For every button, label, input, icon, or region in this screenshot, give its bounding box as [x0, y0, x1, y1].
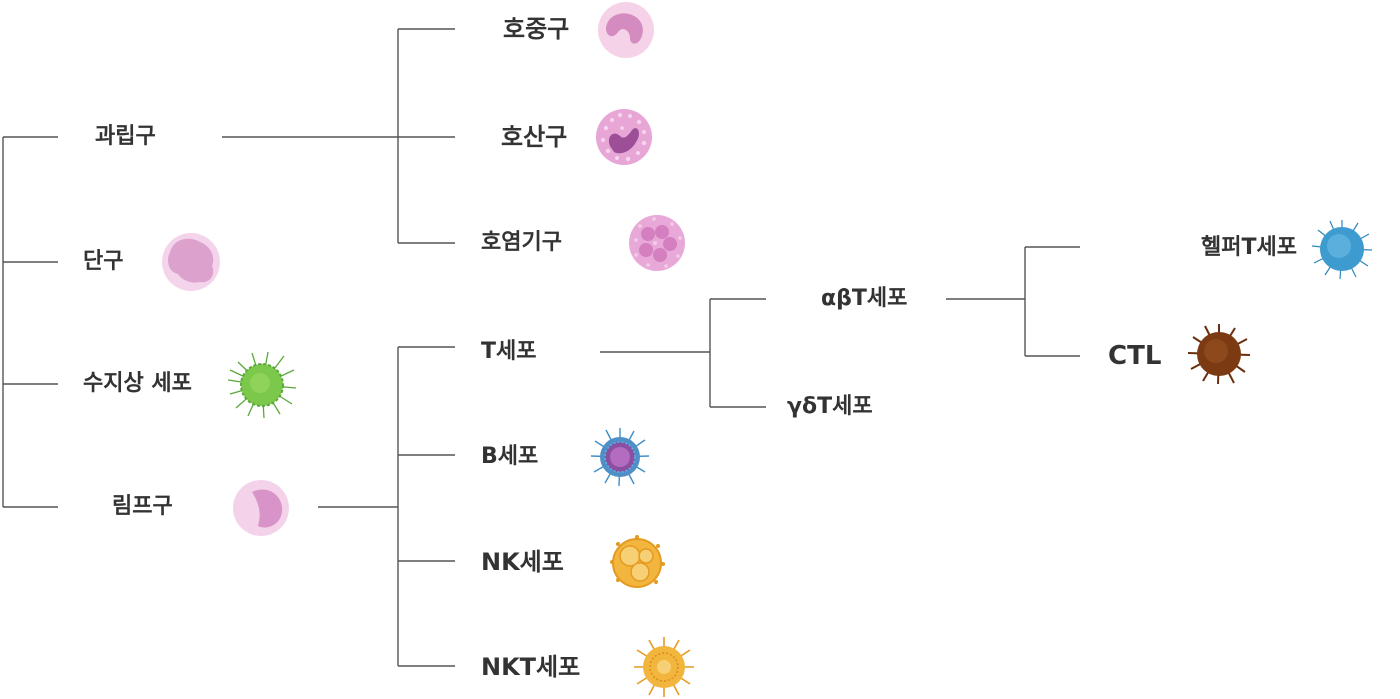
label-granulocyte: 과립구 — [95, 124, 156, 149]
label-neutrophil: 호중구 — [503, 15, 570, 43]
label-t-cell: T세포 — [481, 339, 537, 364]
label-nk-cell: NK세포 — [481, 548, 564, 576]
label-ab-t-cell: αβT세포 — [821, 286, 908, 311]
monocyte-cell-icon — [162, 233, 220, 291]
label-monocyte: 단구 — [83, 249, 124, 274]
label-lymphocyte: 림프구 — [112, 494, 173, 519]
lymphocyte-cell-icon — [233, 480, 289, 536]
helper-t-cell-icon — [1311, 220, 1373, 280]
label-dendritic-cell: 수지상 세포 — [83, 371, 192, 396]
label-basophil: 호염기구 — [481, 230, 562, 255]
nk-cell-icon — [610, 535, 665, 588]
dendritic-cell-icon — [227, 351, 297, 419]
b-cell-icon — [590, 428, 650, 487]
nkt-cell-icon — [634, 637, 694, 697]
neutrophil-cell-icon — [598, 2, 654, 58]
label-gd-t-cell: γδT세포 — [787, 394, 873, 419]
ctl-cell-icon — [1187, 324, 1251, 385]
label-nkt-cell: NKT세포 — [481, 653, 581, 681]
label-helper-t-cell: 헬퍼T세포 — [1201, 235, 1297, 260]
basophil-cell-icon — [629, 215, 685, 271]
label-eosinophil: 호산구 — [501, 123, 568, 151]
eosinophil-cell-icon — [596, 109, 652, 165]
label-ctl: CTL — [1108, 341, 1162, 371]
label-b-cell: B세포 — [481, 444, 539, 469]
